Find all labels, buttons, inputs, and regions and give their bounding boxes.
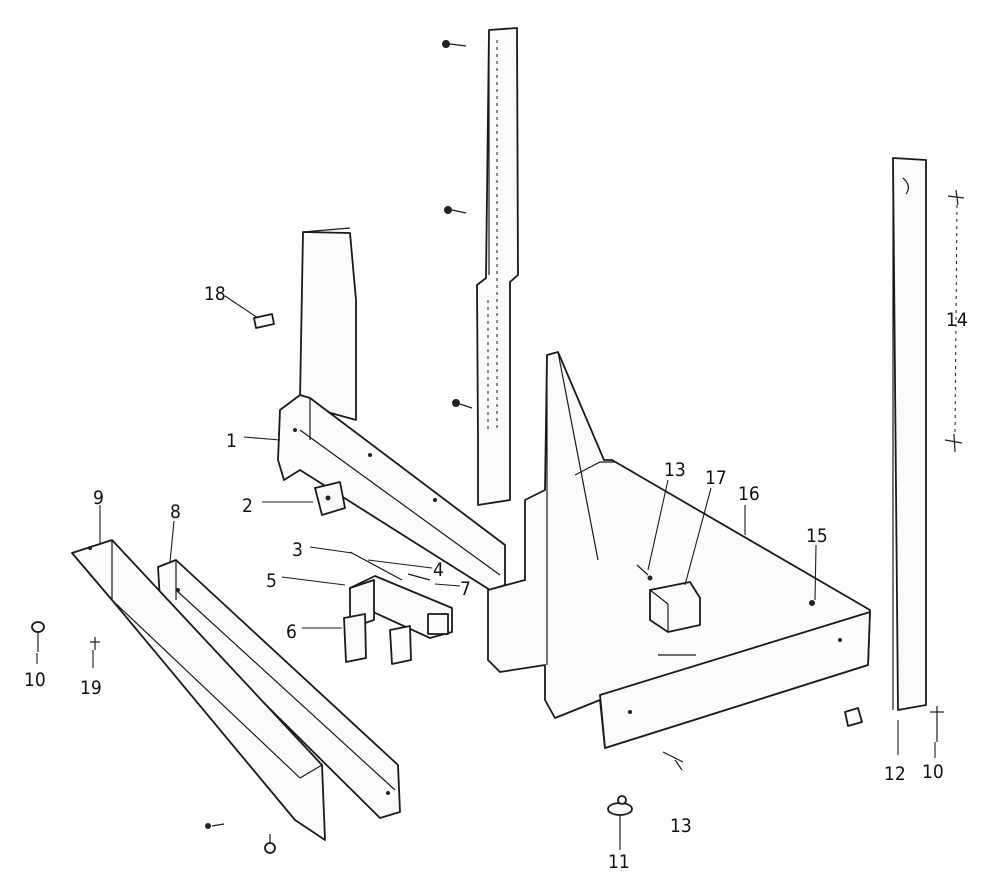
clip-17 xyxy=(649,581,701,633)
foot-bottom-left xyxy=(205,823,276,854)
left-upright-panel xyxy=(299,227,357,421)
rail-9 xyxy=(71,539,326,841)
callout-10-right: 10 xyxy=(922,761,944,783)
callout-11: 11 xyxy=(608,851,630,873)
callout-12: 12 xyxy=(884,763,906,785)
callout-1: 1 xyxy=(226,430,237,452)
bracket-assembly xyxy=(277,394,506,591)
bolt-10-right xyxy=(930,706,944,742)
callout-17: 17 xyxy=(705,467,727,489)
callout-7: 7 xyxy=(460,578,471,600)
callout-13-bottom: 13 xyxy=(670,815,692,837)
rod-3 xyxy=(349,551,403,581)
screw-13-bottom xyxy=(662,751,684,771)
leader-lines xyxy=(36,295,936,850)
right-upright-bolt-bottom xyxy=(944,433,963,453)
small-plate-2 xyxy=(314,481,346,516)
screw-10-left xyxy=(31,621,45,652)
screw-7 xyxy=(407,573,431,581)
foot-right xyxy=(844,707,863,727)
screw-19 xyxy=(90,637,100,650)
callout-16: 16 xyxy=(738,483,760,505)
callout-19: 19 xyxy=(80,677,102,699)
callout-10-left: 10 xyxy=(24,669,46,691)
post-screw-middle xyxy=(444,206,467,214)
callout-2: 2 xyxy=(242,495,253,517)
callout-4: 4 xyxy=(433,559,444,581)
base-platform xyxy=(487,351,871,749)
callout-18: 18 xyxy=(204,283,226,305)
callout-9: 9 xyxy=(93,487,104,509)
callout-6: 6 xyxy=(286,621,297,643)
callout-5: 5 xyxy=(266,570,277,592)
screw-13-top xyxy=(636,564,653,581)
callout-3: 3 xyxy=(292,539,303,561)
callout-15: 15 xyxy=(806,525,828,547)
bolt-18 xyxy=(253,313,275,329)
channel-bracket-5 xyxy=(349,575,453,639)
callout-14: 14 xyxy=(946,309,968,331)
post-screw-lower xyxy=(452,399,473,409)
leveler-11 xyxy=(607,795,633,840)
callout-13-top: 13 xyxy=(664,459,686,481)
post-screw-top xyxy=(442,40,467,48)
clip-6 xyxy=(343,613,412,665)
callout-8: 8 xyxy=(170,501,181,523)
right-upright-bolt-top xyxy=(947,189,965,206)
right-upright xyxy=(892,157,927,711)
center-post xyxy=(476,27,519,506)
